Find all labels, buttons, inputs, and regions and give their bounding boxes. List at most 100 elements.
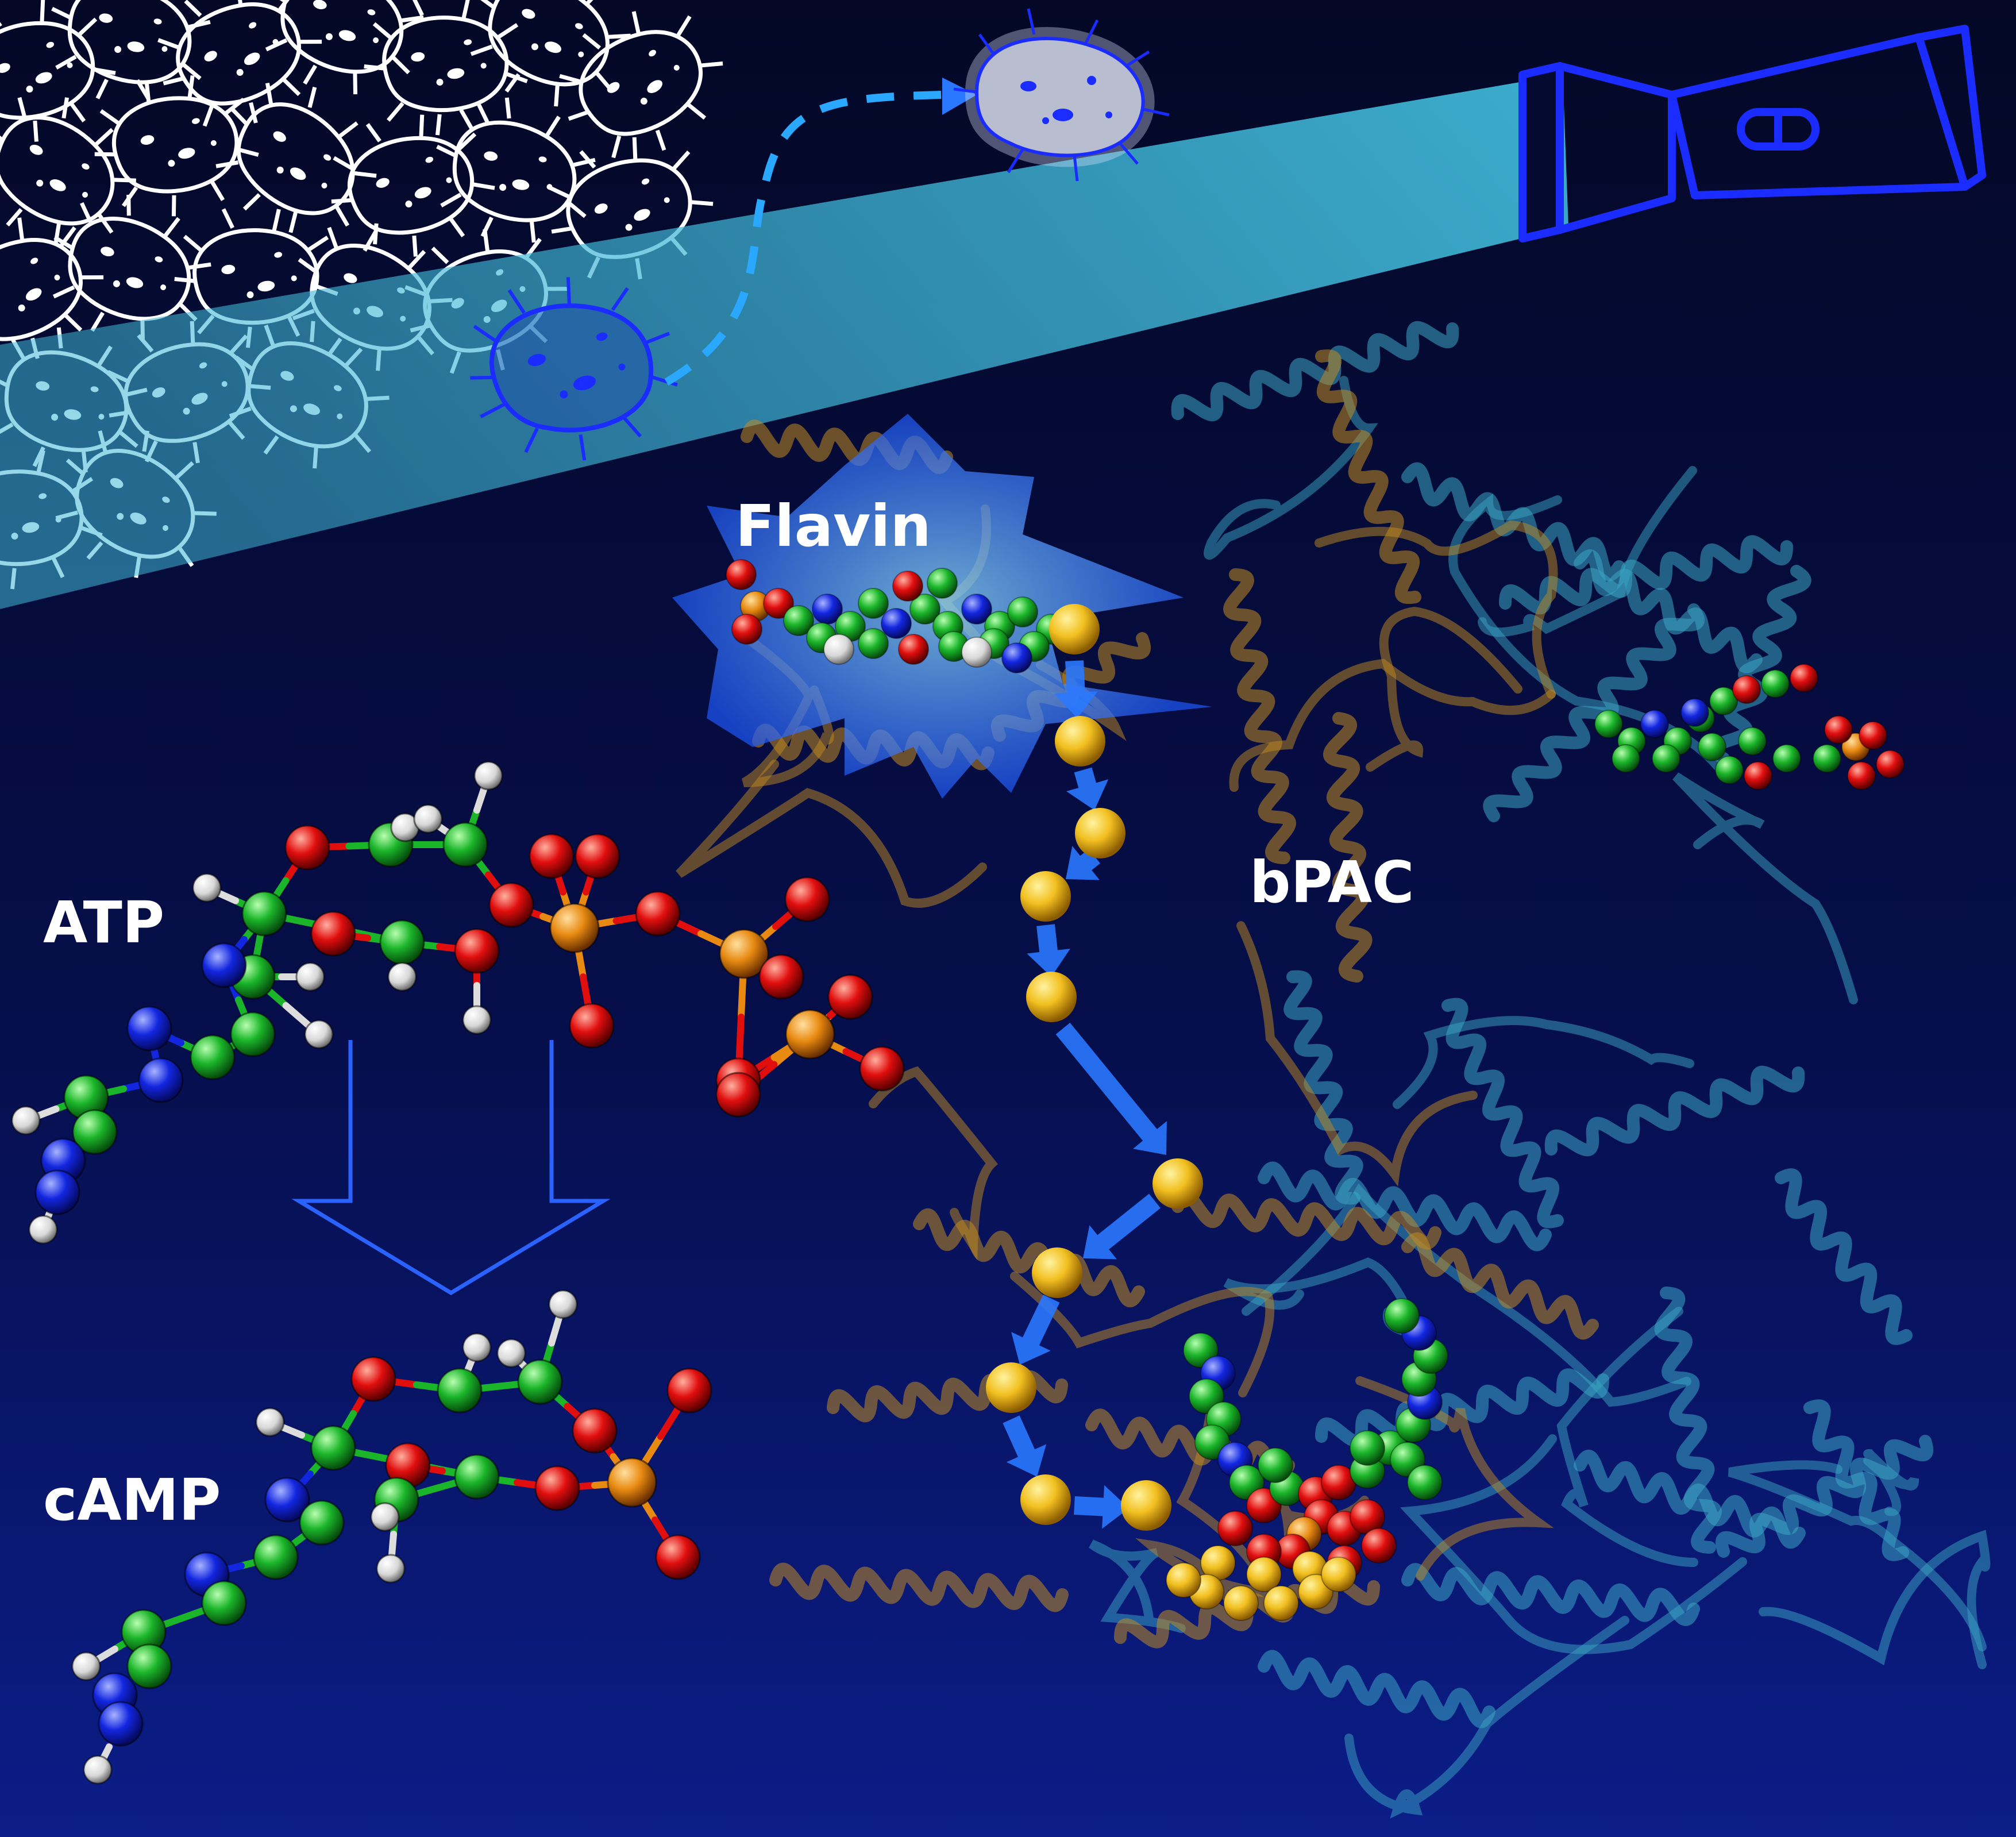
- cyan-helix: [1441, 998, 1564, 1228]
- orange-loop: [1010, 1272, 1275, 1397]
- cyan-helix: [1775, 1168, 1913, 1345]
- atom: [376, 1554, 406, 1584]
- cyan-helix: [1574, 549, 1763, 673]
- electron-transfer-sphere: [1075, 808, 1125, 858]
- atom-sphere: [1223, 1585, 1259, 1621]
- atom-sphere: [1640, 710, 1669, 738]
- atom: [190, 1034, 236, 1080]
- cyan-helix: [1258, 1161, 1552, 1251]
- atom-sphere: [1321, 1557, 1356, 1592]
- orange-helix: [769, 1562, 1069, 1612]
- atom-sphere: [1698, 733, 1726, 761]
- bacteria-cell-icon: [953, 8, 1170, 182]
- orange-helix: [1401, 1233, 1599, 1339]
- orange-loop: [1315, 520, 1558, 699]
- atp-molecule: [11, 761, 905, 1245]
- electron-transfer-sphere: [1020, 871, 1071, 922]
- cyan-helix: [1283, 970, 1363, 1205]
- atom-sphere: [1007, 596, 1038, 627]
- atom: [255, 1407, 285, 1437]
- atom-sphere: [1217, 1511, 1253, 1546]
- atom-sphere: [1166, 1562, 1201, 1598]
- atom: [71, 1651, 101, 1681]
- atom-sphere: [1384, 1298, 1420, 1334]
- bpac-label: bPAC: [1250, 849, 1414, 916]
- atom: [784, 876, 830, 922]
- atom-sphere: [1407, 1465, 1443, 1500]
- cyan-loop: [1393, 1016, 1694, 1109]
- atom: [569, 1003, 615, 1049]
- atom: [241, 891, 287, 937]
- atom: [442, 822, 488, 868]
- electron-transfer-sphere: [1020, 1474, 1071, 1525]
- atom: [517, 1359, 563, 1405]
- atom: [253, 1534, 299, 1580]
- cyan-helix: [1258, 1650, 1495, 1728]
- atom: [785, 1009, 835, 1060]
- atom-sphere: [1001, 642, 1032, 673]
- bacteria-cell: [51, 0, 211, 105]
- atom-sphere: [1361, 1528, 1397, 1563]
- atom: [264, 1477, 310, 1523]
- atom: [719, 929, 769, 979]
- orange-loop: [1236, 921, 1478, 1187]
- atom: [126, 1006, 172, 1052]
- atom: [462, 1005, 492, 1035]
- cyan-helix: [1544, 1065, 1805, 1157]
- bacteria-cell: [364, 0, 528, 136]
- atom: [34, 1169, 80, 1215]
- atom-sphere: [1680, 698, 1709, 727]
- atom: [473, 761, 503, 791]
- atom-sphere: [783, 605, 814, 636]
- atom: [454, 928, 500, 974]
- transfer-arrow: [1054, 660, 1098, 719]
- atom: [413, 804, 443, 834]
- orange-helix: [1223, 568, 1296, 864]
- transfer-arrow: [1074, 1485, 1130, 1529]
- atom-sphere: [892, 571, 923, 602]
- electron-transfer-sphere: [1152, 1158, 1203, 1209]
- migration-arrow-head: [942, 78, 977, 115]
- atom-sphere: [1652, 744, 1680, 773]
- atom-sphere: [1049, 604, 1100, 654]
- atom: [635, 891, 681, 937]
- atom-sphere: [1790, 664, 1818, 692]
- atom-sphere: [726, 559, 757, 590]
- atom-sphere: [858, 628, 889, 659]
- electron-transfer-sphere: [986, 1362, 1036, 1413]
- cyan-helix: [1715, 1435, 1934, 1558]
- orange-helix: [1315, 349, 1421, 604]
- cyan-loop: [1204, 376, 1378, 560]
- atom: [529, 833, 575, 879]
- bacteria-cell-icon: [470, 277, 678, 461]
- transfer-arrow: [1055, 1022, 1167, 1155]
- atom-sphere: [858, 588, 889, 619]
- orange-helix: [1171, 1189, 1441, 1250]
- atom-sphere: [1824, 715, 1853, 744]
- transfer-arrow: [1083, 1193, 1161, 1260]
- bacteria-cell: [559, 11, 723, 159]
- atom: [534, 1465, 580, 1511]
- atom: [496, 1338, 526, 1368]
- cyan-helix: [1483, 603, 1705, 822]
- orange-helix: [1323, 712, 1373, 983]
- atom-sphere: [1350, 1430, 1385, 1466]
- cyan-helix: [1315, 1368, 1609, 1447]
- cyan-helix: [1171, 321, 1459, 422]
- atom-sphere: [1876, 750, 1905, 779]
- atom-sphere: [1761, 669, 1790, 698]
- atom: [655, 1534, 701, 1580]
- flavin-molecule: [726, 559, 1100, 673]
- atom-sphere: [909, 594, 940, 625]
- atom-sphere: [1744, 761, 1772, 790]
- atom: [859, 1046, 905, 1092]
- atom: [350, 1356, 396, 1402]
- cyan-helix: [1401, 1563, 1700, 1626]
- atom: [201, 942, 247, 988]
- cyan-loop: [1863, 1449, 1919, 1516]
- atom-sphere: [1738, 727, 1767, 756]
- orange-loop: [1135, 1379, 1273, 1619]
- light-beam: [0, 75, 1568, 609]
- atom: [11, 1106, 41, 1135]
